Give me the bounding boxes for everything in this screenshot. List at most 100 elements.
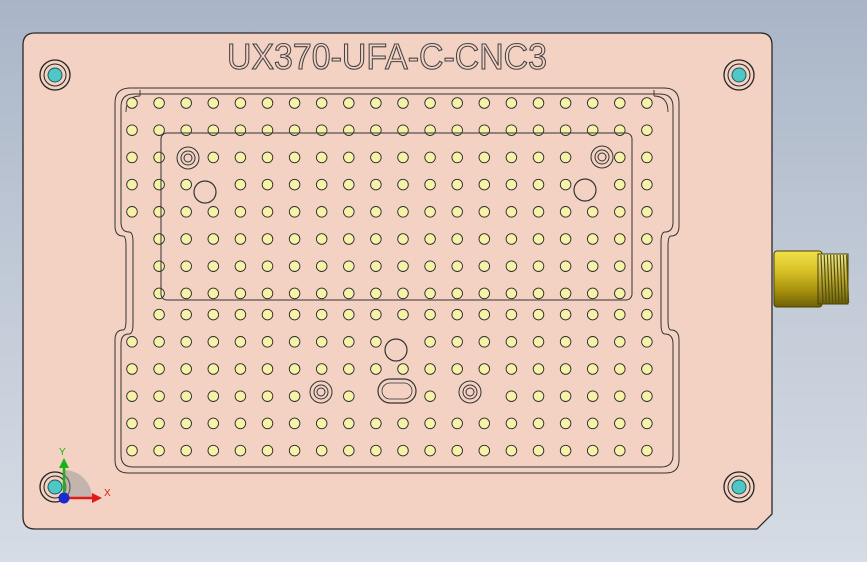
vacuum-hole (532, 336, 545, 348)
vacuum-hole (370, 178, 382, 191)
thread-line (836, 254, 840, 304)
locating-hole-center (384, 338, 408, 362)
vacuum-hole (614, 390, 626, 402)
vacuum-hole (532, 233, 545, 245)
vacuum-hole (126, 124, 138, 136)
vacuum-hole (370, 151, 382, 164)
vacuum-hole (397, 233, 409, 245)
vacuum-hole (532, 444, 545, 457)
vacuum-hole (478, 308, 491, 321)
vacuum-hole (126, 444, 138, 457)
vacuum-hole (315, 151, 328, 164)
vacuum-hole (641, 206, 653, 218)
vacuum-hole (532, 260, 545, 272)
vacuum-hole (451, 233, 463, 245)
vacuum-hole (207, 287, 220, 300)
vacuum-hole (559, 287, 572, 300)
vacuum-hole (559, 308, 572, 321)
vacuum-hole (451, 308, 463, 321)
counterbore-top-left (176, 146, 200, 170)
vacuum-hole (180, 444, 192, 457)
vacuum-hole (478, 97, 491, 109)
part-engraving: UX370-UFA-C-CNC3 (227, 36, 547, 77)
vacuum-hole (397, 260, 409, 272)
vacuum-hole (559, 97, 572, 109)
vacuum-hole (451, 417, 463, 430)
vacuum-hole (315, 363, 328, 375)
vacuum-hole (478, 178, 491, 191)
vacuum-hole (288, 363, 301, 375)
vacuum-hole (478, 124, 491, 136)
vacuum-hole (153, 417, 165, 430)
vacuum-hole (614, 151, 626, 164)
vacuum-hole (614, 417, 626, 430)
vacuum-hole (126, 390, 138, 402)
vacuum-hole (261, 97, 274, 109)
vacuum-hole (478, 417, 491, 430)
vacuum-hole (424, 97, 436, 109)
vacuum-hole (614, 287, 626, 300)
vacuum-fitting[interactable] (773, 250, 850, 308)
vacuum-hole (153, 390, 165, 402)
vacuum-hole (641, 444, 653, 457)
vacuum-hole (261, 308, 274, 321)
vacuum-hole (451, 178, 463, 191)
vacuum-hole (505, 363, 518, 375)
vacuum-hole (288, 124, 301, 136)
vacuum-hole (370, 124, 382, 136)
vacuum-hole (261, 124, 274, 136)
vacuum-hole (451, 444, 463, 457)
vacuum-hole (614, 260, 626, 272)
vacuum-hole (234, 390, 247, 402)
vacuum-hole (288, 308, 301, 321)
vacuum-hole (315, 444, 328, 457)
vacuum-hole (343, 233, 355, 245)
vacuum-hole (261, 336, 274, 348)
vacuum-hole (478, 363, 491, 375)
vacuum-hole (234, 233, 247, 245)
locating-pin-top-left (39, 59, 71, 91)
vacuum-hole (397, 363, 409, 375)
vacuum-hole (315, 97, 328, 109)
vacuum-hole (451, 151, 463, 164)
vacuum-hole (126, 363, 138, 375)
vacuum-hole (370, 287, 382, 300)
vacuum-hole (261, 417, 274, 430)
vacuum-hole (424, 260, 436, 272)
vacuum-hole (397, 308, 409, 321)
vacuum-hole (343, 363, 355, 375)
vacuum-hole (343, 417, 355, 430)
vacuum-hole (370, 260, 382, 272)
thread-line (830, 254, 834, 304)
vacuum-hole (234, 206, 247, 218)
vacuum-hole (207, 206, 220, 218)
vacuum-hole (532, 390, 545, 402)
vacuum-hole (315, 124, 328, 136)
vacuum-hole (559, 417, 572, 430)
vacuum-hole (532, 97, 545, 109)
counterbore-bottom-right (458, 380, 482, 404)
vacuum-hole (559, 178, 572, 191)
vacuum-hole (641, 287, 653, 300)
vacuum-hole (397, 151, 409, 164)
vacuum-hole (261, 444, 274, 457)
vacuum-hole (532, 206, 545, 218)
vacuum-hole (234, 444, 247, 457)
vacuum-hole (424, 287, 436, 300)
vacuum-hole (641, 363, 653, 375)
vacuum-hole (153, 363, 165, 375)
vacuum-hole (397, 124, 409, 136)
vacuum-hole (614, 363, 626, 375)
vacuum-hole (451, 97, 463, 109)
vacuum-hole (180, 336, 192, 348)
vacuum-hole (641, 390, 653, 402)
vacuum-hole (451, 363, 463, 375)
vacuum-hole (505, 151, 518, 164)
vacuum-hole (315, 336, 328, 348)
vacuum-hole (397, 444, 409, 457)
vacuum-hole (505, 287, 518, 300)
vacuum-hole (424, 233, 436, 245)
vacuum-hole (180, 390, 192, 402)
vacuum-hole (586, 97, 599, 109)
